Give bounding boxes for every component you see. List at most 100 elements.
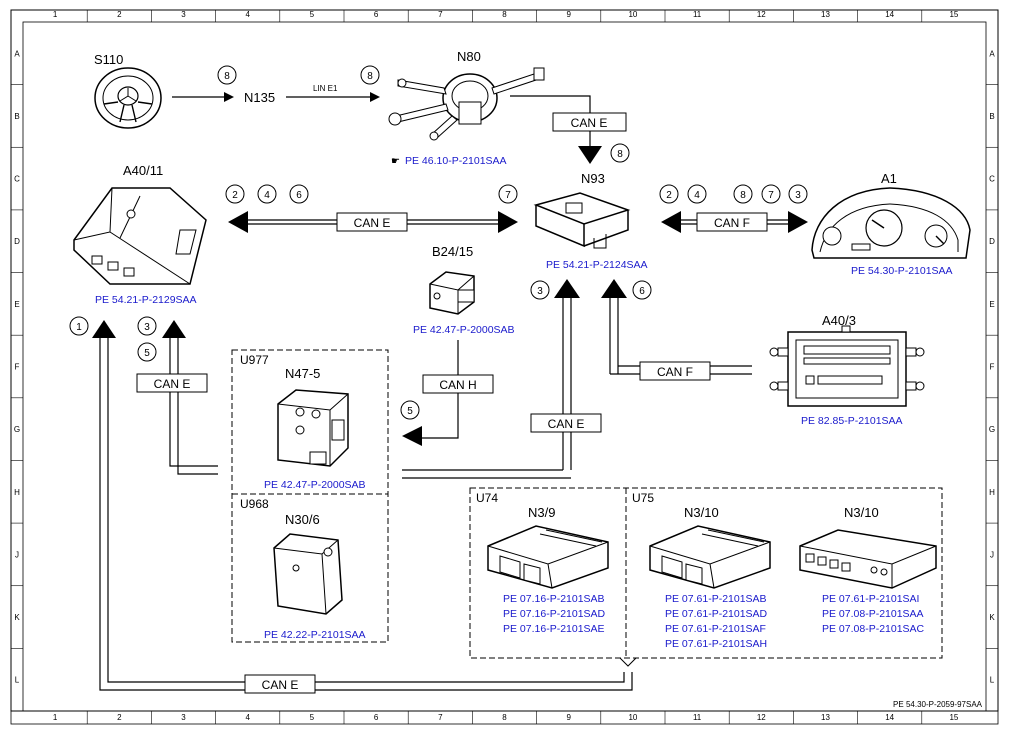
- n30-6-label: N30/6: [285, 512, 320, 527]
- grid-column-label: 6: [374, 713, 379, 722]
- n80-steering-column-module: [388, 67, 545, 141]
- circle-label: 3: [537, 286, 543, 297]
- circle-label: 7: [768, 190, 774, 201]
- ecu-ref: PE 07.16-P-2101SAD: [503, 608, 606, 620]
- grid-column-label: 4: [245, 10, 250, 19]
- grid-column-label: 5: [310, 713, 315, 722]
- ecu-ref: PE 07.61-P-2101SAI: [822, 593, 919, 605]
- document-reference: PE 54.30-P-2059-97SAA: [893, 700, 983, 709]
- ecu-ref: PE 07.08-P-2101SAA: [822, 608, 924, 620]
- n30-6-module: [273, 533, 343, 615]
- circle-label: 2: [666, 190, 672, 201]
- grid-column-label: 3: [181, 713, 186, 722]
- s110-steering-wheel: [94, 67, 162, 129]
- grid-column-label: 14: [885, 713, 894, 722]
- grid-column-label: 2: [117, 10, 122, 19]
- circle-label: 5: [144, 348, 150, 359]
- bus-label: CAN F: [714, 216, 750, 230]
- grid-column-label: 4: [245, 713, 250, 722]
- grid-row-label: J: [15, 550, 19, 559]
- grid-row-label: J: [990, 550, 994, 559]
- grid-column-label: 1: [53, 10, 58, 19]
- grid-labels: 1122334455667788991010111112121313141415…: [11, 10, 998, 724]
- grid-row-label: K: [14, 613, 20, 622]
- grid-row-label: L: [990, 676, 995, 685]
- u74-label: U74: [476, 491, 498, 505]
- grid-column-label: 9: [566, 10, 571, 19]
- circle-label: 3: [795, 190, 801, 201]
- u74-u75-group: [469, 487, 943, 659]
- grid-row-label: K: [989, 613, 995, 622]
- grid-row-label: B: [989, 112, 994, 121]
- n3-9-ecu: [487, 525, 609, 589]
- a40-3-ref: PE 82.85-P-2101SAA: [801, 415, 903, 427]
- grid-column-label: 7: [438, 713, 443, 722]
- grid-row-label: C: [989, 175, 995, 184]
- b24-15-label: B24/15: [432, 244, 473, 259]
- bus-label: CAN E: [571, 116, 608, 130]
- circle-label: 5: [407, 406, 413, 417]
- bus-label: CAN E: [354, 216, 391, 230]
- grid-column-label: 13: [821, 10, 830, 19]
- a1-label: A1: [881, 171, 897, 186]
- grid-column-label: 5: [310, 10, 315, 19]
- n93-gateway-module: [533, 192, 631, 249]
- grid-row-label: F: [990, 363, 995, 372]
- grid-column-label: 15: [949, 10, 958, 19]
- circle-label: 3: [144, 322, 150, 333]
- n3-10-ecu: [649, 525, 771, 589]
- n3-10-ecu: [799, 529, 937, 589]
- n80-label: N80: [457, 49, 481, 64]
- grid-column-label: 1: [53, 713, 58, 722]
- a40-3-unit: [769, 325, 925, 407]
- grid-column-label: 7: [438, 10, 443, 19]
- n3-9-label: N3/9: [528, 505, 555, 520]
- b24-15-ref: PE 42.47-P-2000SAB: [413, 324, 515, 336]
- grid-column-label: 11: [693, 10, 702, 19]
- grid-column-label: 11: [693, 713, 702, 722]
- n93-ref: PE 54.21-P-2124SAA: [546, 259, 648, 271]
- ecu-ref: PE 07.61-P-2101SAB: [665, 593, 767, 605]
- grid-row-label: F: [15, 363, 20, 372]
- a40-11-module: [73, 187, 207, 285]
- grid-column-label: 14: [885, 10, 894, 19]
- u977-label: U977: [240, 353, 269, 367]
- grid-row-label: D: [989, 237, 995, 246]
- pointing-hand-icon: ☛: [391, 156, 400, 167]
- circle-label: 6: [296, 190, 302, 201]
- grid-column-label: 12: [757, 713, 766, 722]
- u968-label: U968: [240, 497, 269, 511]
- a40-11-ref: PE 54.21-P-2129SAA: [95, 294, 197, 306]
- grid-row-label: A: [989, 49, 995, 58]
- n3-10-label: N3/10: [684, 505, 719, 520]
- n47-5-module: [277, 389, 349, 467]
- grid-row-label: D: [14, 237, 20, 246]
- n3-10-label: N3/10: [844, 505, 879, 520]
- grid-column-label: 15: [949, 713, 958, 722]
- circle-label: 4: [264, 190, 270, 201]
- circle-label: 7: [505, 190, 511, 201]
- grid-row-label: H: [989, 488, 995, 497]
- n135-label: N135: [244, 90, 275, 105]
- u977-u968-group: [231, 349, 389, 643]
- bus-label: CAN F: [657, 365, 693, 379]
- u75-label: U75: [632, 491, 654, 505]
- circle-label: 6: [639, 286, 645, 297]
- grid-row-label: B: [14, 112, 19, 121]
- lin-e1-label: LIN E1: [313, 84, 338, 93]
- n93-label: N93: [581, 171, 605, 186]
- circle-label: 8: [740, 190, 746, 201]
- grid-row-label: L: [15, 676, 20, 685]
- n47-5-ref: PE 42.47-P-2000SAB: [264, 479, 366, 491]
- bus-label: CAN H: [439, 378, 476, 392]
- ecu-ref: PE 07.16-P-2101SAB: [503, 593, 605, 605]
- bus-label: CAN E: [548, 417, 585, 431]
- grid-row-label: H: [14, 488, 20, 497]
- grid-column-label: 12: [757, 10, 766, 19]
- grid-column-label: 8: [502, 713, 507, 722]
- n30-6-ref: PE 42.22-P-2101SAA: [264, 629, 366, 641]
- circle-label: 8: [617, 149, 623, 160]
